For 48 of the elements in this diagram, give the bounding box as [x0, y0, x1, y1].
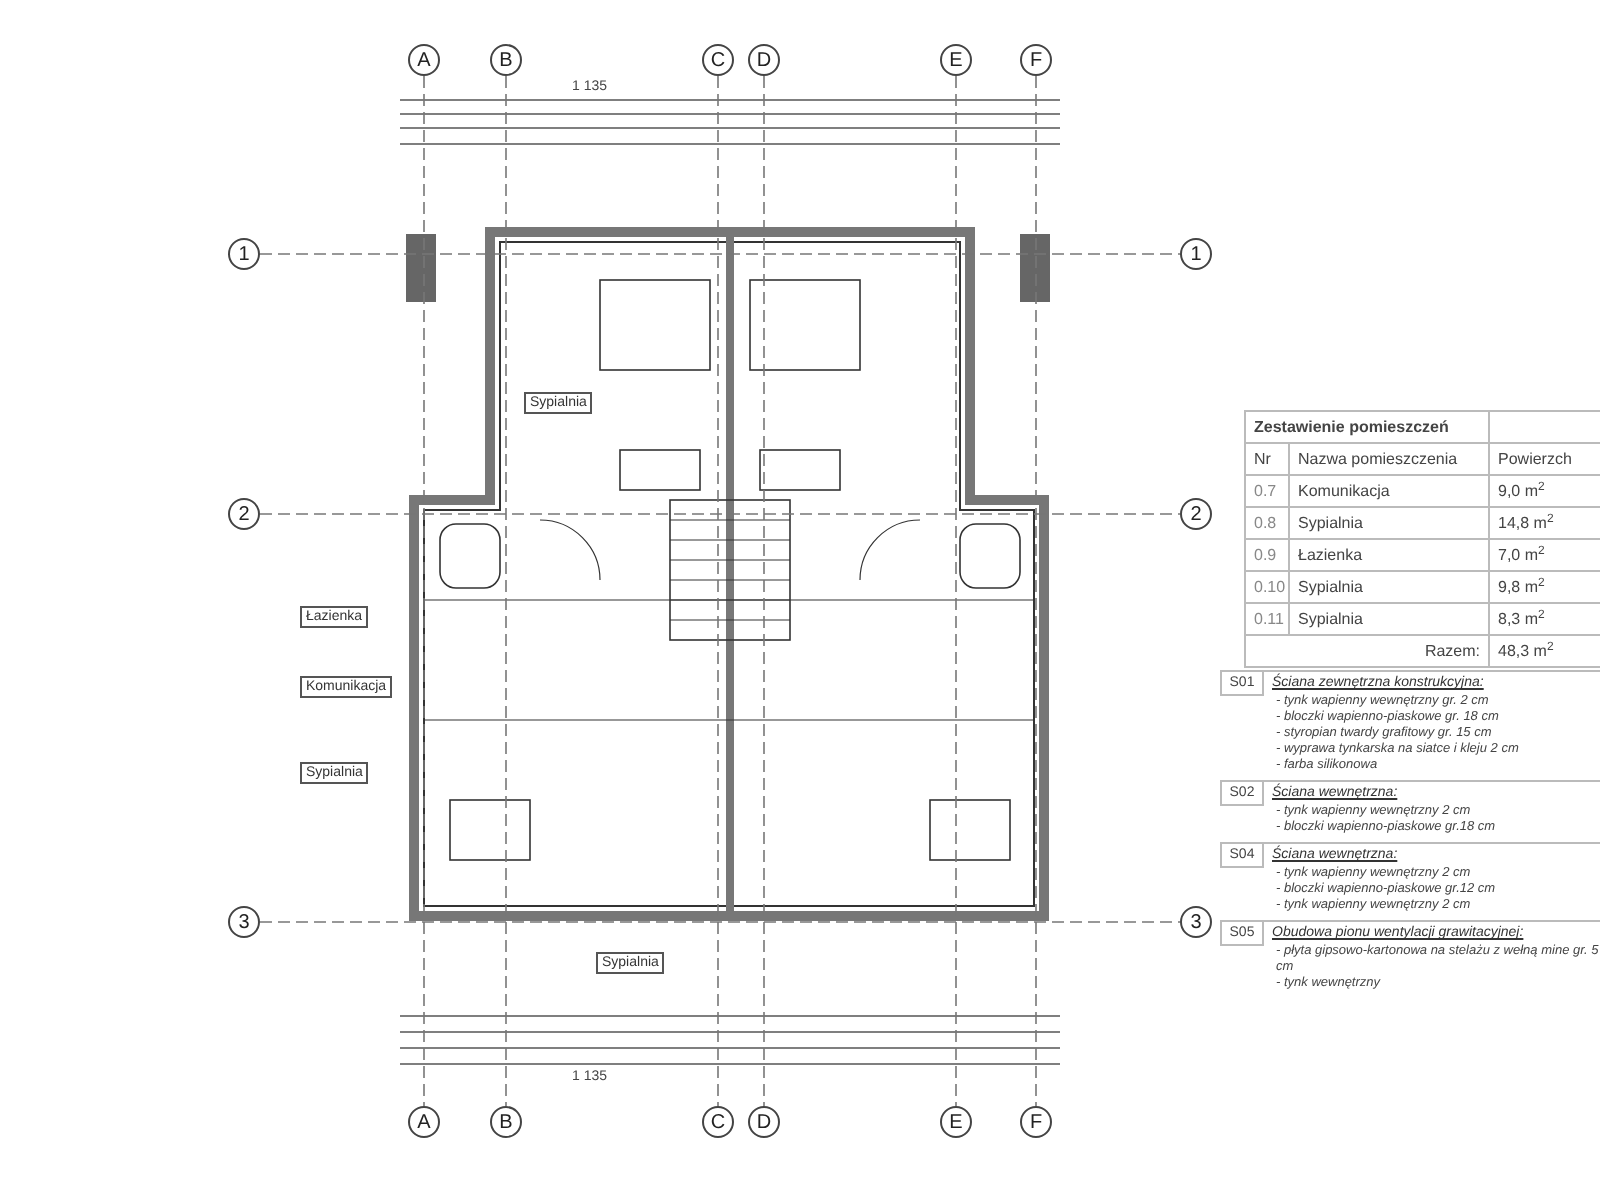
grid-line: [259, 253, 1181, 255]
table-cell: 0.8: [1246, 508, 1290, 540]
grid-bubble: 1: [228, 238, 260, 270]
grid-bubble: C: [702, 44, 734, 76]
table-cell: 0.11: [1246, 604, 1290, 636]
grid-bubble: F: [1020, 1106, 1052, 1138]
grid-bubble: C: [702, 1106, 734, 1138]
table-cell: 14,8 m$^{2}$: [1490, 508, 1600, 540]
table-title: Zestawienie pomieszczeń: [1246, 412, 1490, 444]
table-cell: 9,0 m$^{2}$: [1490, 476, 1600, 508]
grid-bubble: 2: [228, 498, 260, 530]
column-header: Nazwa pomieszczenia: [1290, 444, 1490, 476]
grid-bubble: 3: [1180, 906, 1212, 938]
grid-bubble: 2: [1180, 498, 1212, 530]
table-cell: Razem:: [1246, 636, 1490, 668]
column-header: Powierzch: [1490, 444, 1600, 476]
table-cell: Łazienka: [1290, 540, 1490, 572]
grid-bubble: B: [490, 1106, 522, 1138]
table-cell: Sypialnia: [1290, 572, 1490, 604]
grid-bubble: A: [408, 44, 440, 76]
table-cell: Sypialnia: [1290, 604, 1490, 636]
grid-line: [423, 75, 425, 1107]
column-header: Nr: [1246, 444, 1290, 476]
table-cell: 48,3 m$^{2}$: [1490, 636, 1600, 668]
table-cell: 0.10: [1246, 572, 1290, 604]
grid-line: [259, 513, 1181, 515]
grid-bubble: B: [490, 44, 522, 76]
grid-bubble: F: [1020, 44, 1052, 76]
grid-bubble: D: [748, 1106, 780, 1138]
grid-bubble: E: [940, 44, 972, 76]
grid-bubble: D: [748, 44, 780, 76]
table-cell: 8,3 m$^{2}$: [1490, 604, 1600, 636]
table-cell: 0.9: [1246, 540, 1290, 572]
grid-line: [955, 75, 957, 1107]
table-cell: 9,8 m$^{2}$: [1490, 572, 1600, 604]
grid-line: [763, 75, 765, 1107]
grid-line: [259, 921, 1181, 923]
table-cell: 7,0 m$^{2}$: [1490, 540, 1600, 572]
grid-bubble: 3: [228, 906, 260, 938]
table-cell: 0.7: [1246, 476, 1290, 508]
grid-line: [1035, 75, 1037, 1107]
grid-bubble: A: [408, 1106, 440, 1138]
grid-line: [717, 75, 719, 1107]
table-cell: Komunikacja: [1290, 476, 1490, 508]
grid-bubble: E: [940, 1106, 972, 1138]
table-cell: Sypialnia: [1290, 508, 1490, 540]
grid-bubble: 1: [1180, 238, 1212, 270]
grid-line: [505, 75, 507, 1107]
